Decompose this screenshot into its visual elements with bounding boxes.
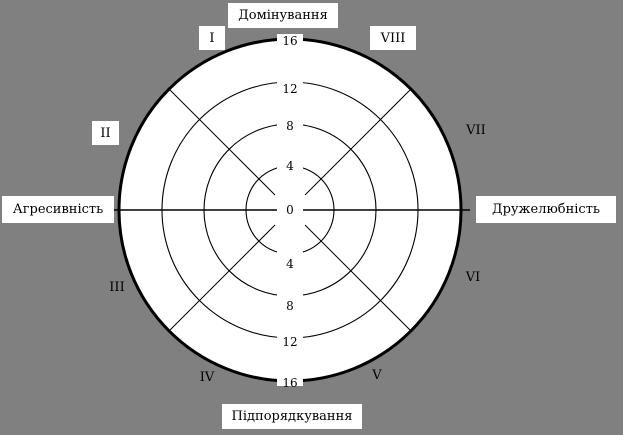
sector-divider-lines bbox=[168, 88, 412, 332]
sector-label-i: I bbox=[199, 26, 225, 50]
sector-label-v: V bbox=[372, 368, 382, 383]
radial-tick-center-0: 0 bbox=[286, 203, 294, 217]
radial-tick-down-4: 4 bbox=[286, 257, 294, 271]
sector-label-iii: III bbox=[109, 280, 125, 295]
radial-tick-up-16: 16 bbox=[282, 34, 298, 48]
radial-tick-up-8: 8 bbox=[286, 119, 294, 133]
radial-tick-up-12: 12 bbox=[282, 82, 298, 96]
radial-tick-up-4: 4 bbox=[286, 159, 294, 173]
sector-label-iv: IV bbox=[199, 370, 215, 385]
radial-tick-down-16: 16 bbox=[282, 376, 298, 390]
axis-label-aggressiveness: Агресивність bbox=[2, 196, 114, 223]
radial-tick-strip bbox=[277, 34, 303, 386]
sector-label-ii: II bbox=[92, 121, 119, 145]
radial-tick-down-12: 12 bbox=[282, 335, 298, 349]
radial-tick-down-8: 8 bbox=[286, 299, 294, 313]
axis-label-dominance: Домінування bbox=[228, 3, 338, 28]
sector-label-vii: VII bbox=[466, 123, 486, 138]
axis-label-friendliness: Дружелюбність bbox=[476, 196, 616, 223]
sector-label-viii: VIII bbox=[370, 26, 416, 50]
axis-label-submission: Підпорядкування bbox=[222, 404, 362, 429]
sector-label-vi: VI bbox=[465, 270, 481, 285]
